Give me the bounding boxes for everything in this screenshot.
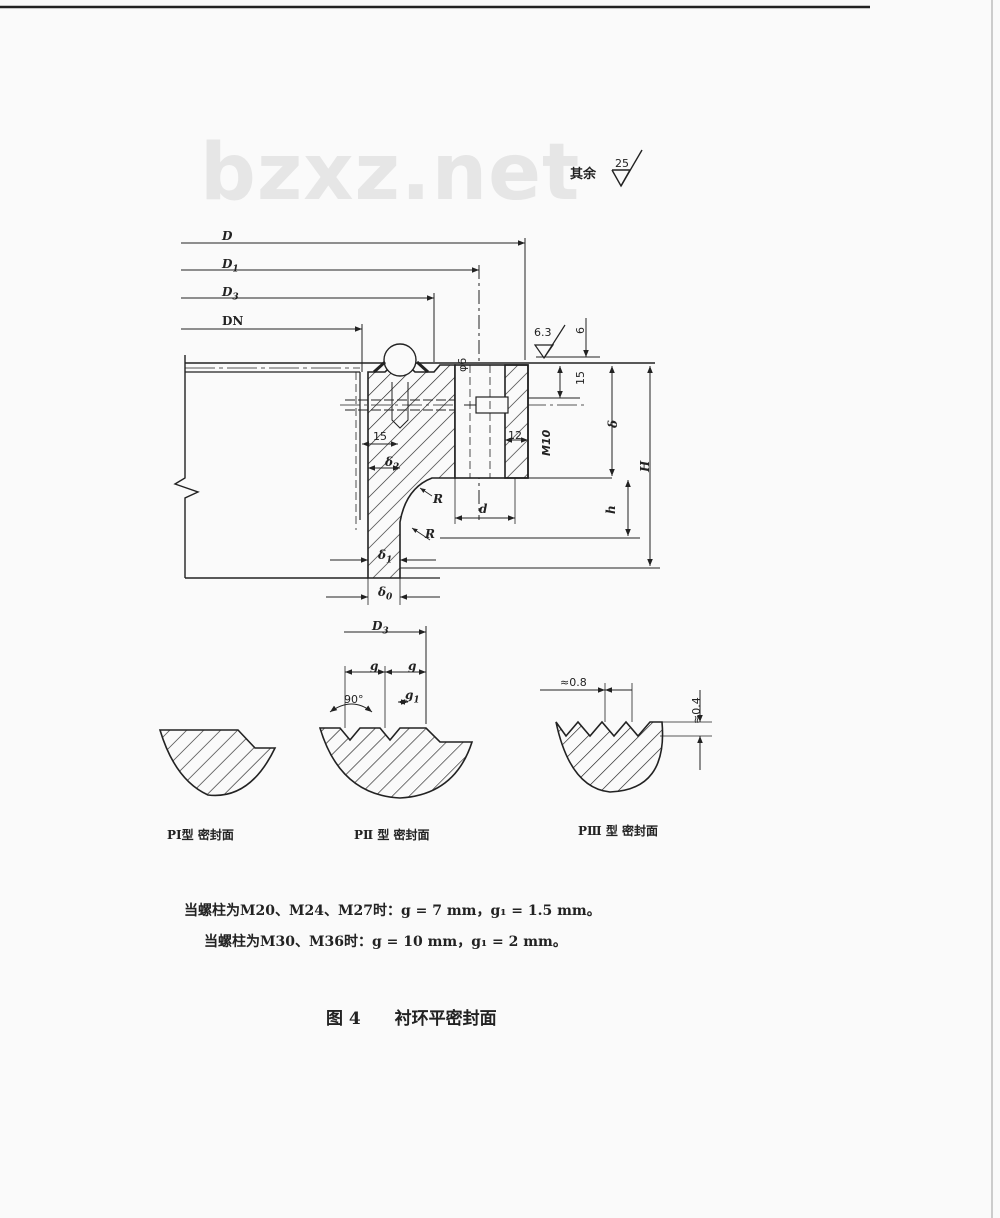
watermark: bzxz.net [200, 128, 581, 218]
p1-section [158, 729, 277, 797]
detail-p3 [540, 683, 712, 793]
label-phi6: φ6 [456, 357, 469, 372]
face-roughness-symbol [533, 344, 555, 360]
label-R1: R [433, 492, 443, 506]
label-15-right: 15 [574, 371, 587, 385]
detail-label-D3: D3 [372, 619, 389, 637]
detail-label-depth: ≈0.4 [690, 697, 703, 724]
label-delta: δ [606, 419, 620, 428]
detail-label-g-left: g [370, 659, 379, 673]
label-15-left: 15 [373, 430, 387, 443]
note-line-2: 当螺柱为M30、M36时：g = 10 mm，g₁ = 2 mm。 [204, 934, 567, 950]
roughness-rest-label: 其余 [570, 167, 597, 182]
label-D: D [222, 229, 233, 243]
figure-title: 衬环平密封面 [394, 1009, 497, 1029]
detail-label-g1: g1 [405, 688, 420, 706]
vertical-bore [391, 382, 409, 429]
type-label-p3: PⅢ 型 密封面 [578, 824, 658, 838]
detail-label-g-right: g [408, 659, 417, 673]
label-6: 6 [574, 327, 587, 334]
R-leader-2 [411, 527, 431, 541]
shell-break-line [173, 355, 200, 578]
detail-p2 [318, 626, 474, 799]
label-D1: D1 [222, 257, 239, 275]
gasket-ring [383, 343, 417, 377]
note-line-1: 当螺柱为M20、M24、M27时：g = 7 mm，g₁ = 1.5 mm。 [184, 903, 601, 919]
roughness-rest-value: 25 [615, 157, 629, 170]
main-section-view [173, 238, 660, 605]
figure-caption: 图 4 衬环平密封面 [326, 1004, 497, 1029]
label-d: d [479, 502, 488, 516]
detail-label-pitch: ≈0.8 [560, 676, 587, 689]
face-roughness-tick [543, 324, 566, 359]
label-delta1: δ1 [378, 548, 393, 566]
type-label-p2: PⅡ 型 密封面 [354, 828, 430, 842]
detail-label-angle: 90° [344, 693, 364, 706]
p3-section [555, 720, 664, 793]
p2-dim-angle [329, 703, 373, 713]
flange-body [367, 363, 456, 579]
label-DN: DN [222, 314, 244, 328]
label-h: h [604, 505, 618, 514]
p2-section [318, 727, 474, 799]
label-R2: R [425, 527, 435, 541]
figure-number: 图 4 [326, 1009, 361, 1029]
detail-p1 [158, 729, 277, 797]
bolt-block-hatched [504, 364, 529, 479]
label-delta0: δ0 [378, 585, 393, 603]
label-D3: D3 [222, 285, 239, 303]
gasket-wedges [372, 360, 430, 374]
R-leader-1 [419, 487, 433, 497]
roughness-face-value: 6.3 [534, 326, 552, 339]
type-label-p1: PⅠ型 密封面 [167, 828, 234, 842]
label-delta2: δ2 [385, 455, 400, 473]
plug-screw [475, 396, 509, 414]
label-12: 12 [508, 429, 522, 442]
roughness-symbol-rest [611, 149, 643, 188]
label-M10: M10 [540, 429, 553, 456]
label-H: H [638, 460, 652, 472]
